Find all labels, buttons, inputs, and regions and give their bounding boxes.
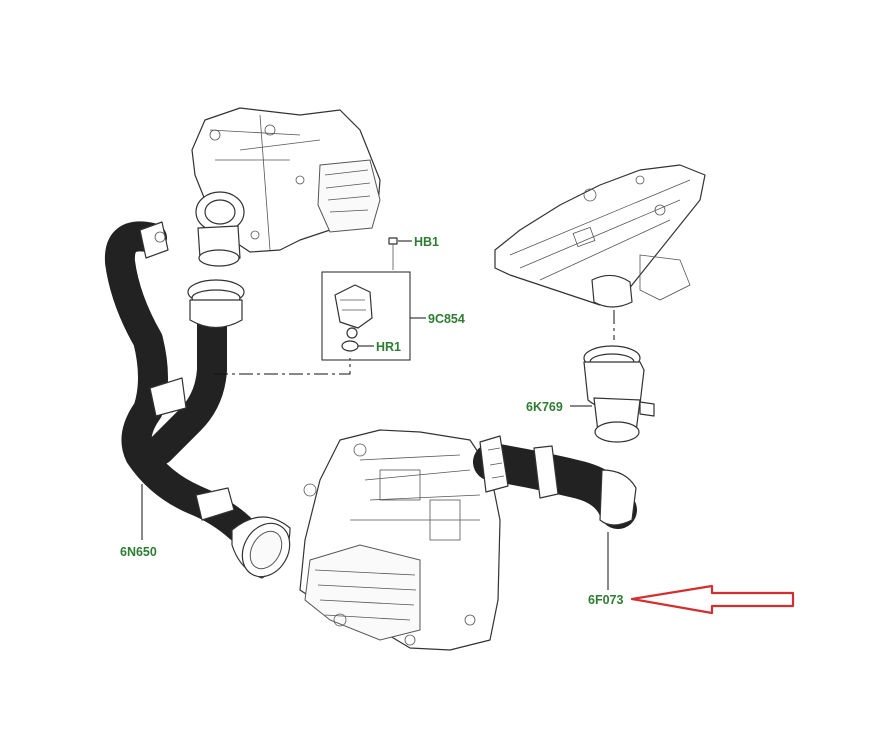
callout-6f073: 6F073 [588, 593, 623, 607]
sensor-9c854-illustration [321, 237, 411, 361]
intercooler-illustration [299, 429, 501, 651]
hose-6f073-illustration [473, 435, 637, 529]
callout-hb1: HB1 [414, 235, 439, 249]
turbocharger-illustration [191, 107, 381, 267]
callout-hr1: HR1 [376, 340, 401, 354]
hose-6k769-illustration [583, 345, 655, 443]
callout-6k769: 6K769 [526, 400, 563, 414]
hose-6n650-illustration [104, 221, 291, 579]
intake-manifold-illustration [494, 164, 706, 308]
red-arrow-icon [630, 584, 795, 615]
callout-9c854: 9C854 [428, 312, 465, 326]
callout-6n650: 6N650 [120, 545, 157, 559]
connection-dashed-line [214, 358, 351, 375]
